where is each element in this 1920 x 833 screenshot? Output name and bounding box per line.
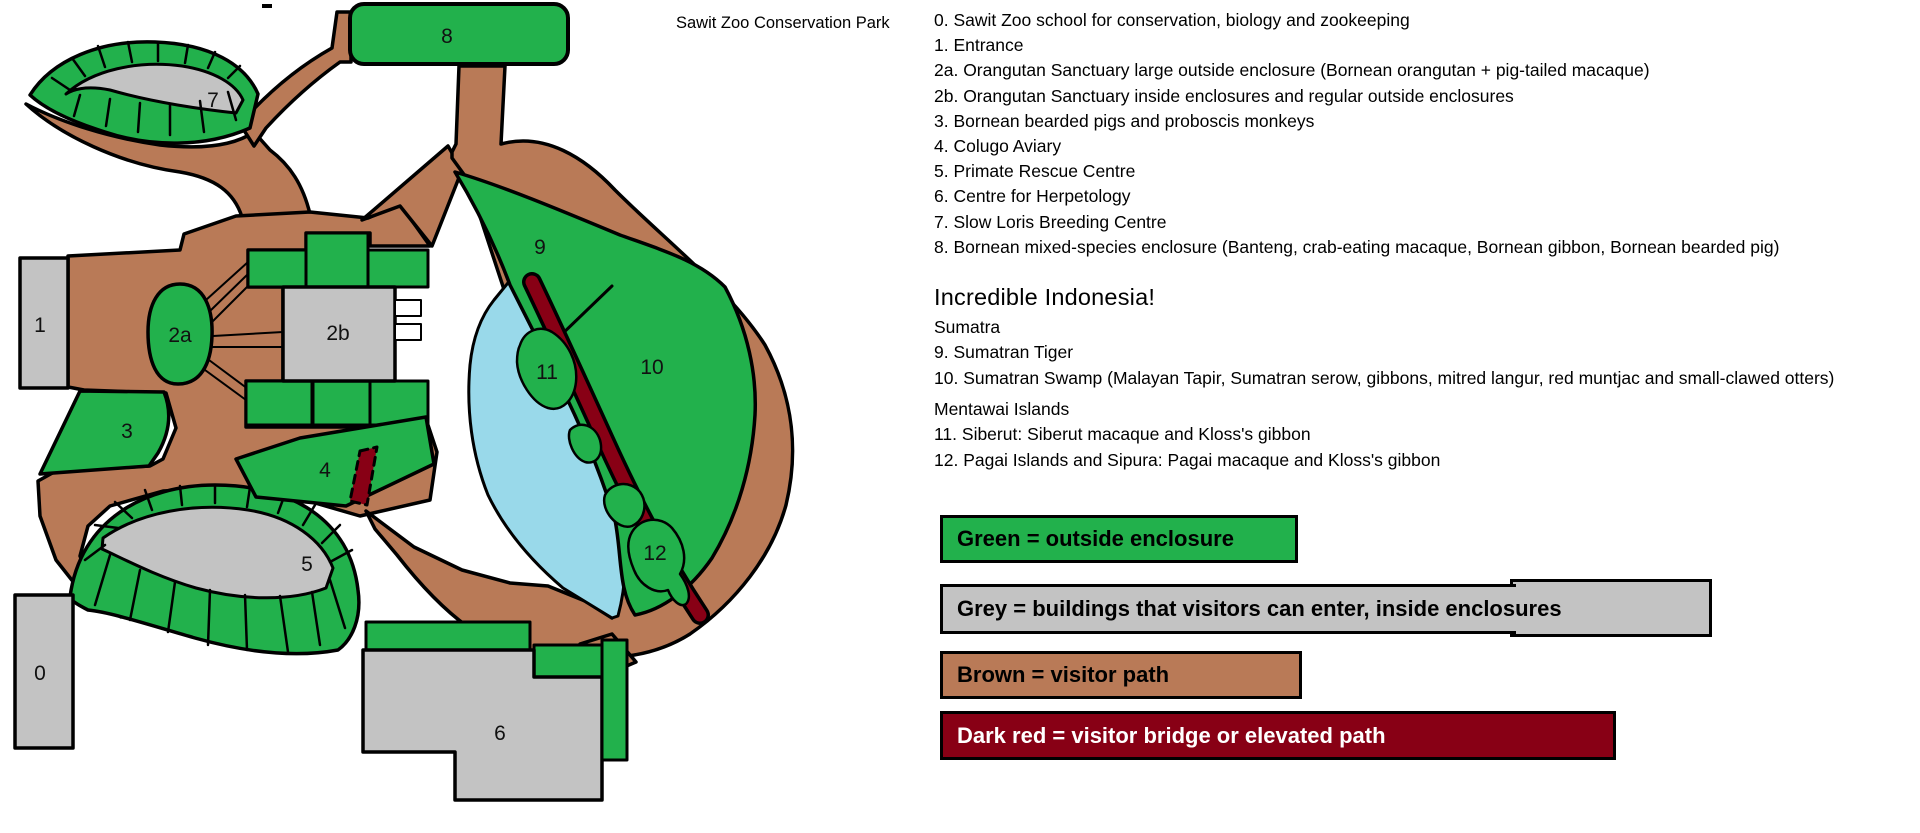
key-item: 10. Sumatran Swamp (Malayan Tapir, Sumat… xyxy=(934,367,1835,388)
area6-green-strip-2 xyxy=(532,643,604,679)
legend-brown-visitor-path: Brown = visitor path xyxy=(940,651,1302,699)
label-2a: 2a xyxy=(168,324,192,347)
label-4: 4 xyxy=(319,459,331,482)
label-3: 3 xyxy=(121,420,133,443)
area2b-outside-pens xyxy=(244,231,430,427)
area0-school xyxy=(13,593,75,750)
stray-mark xyxy=(262,4,272,8)
key-item: 5. Primate Rescue Centre xyxy=(934,161,1136,182)
area2b-building xyxy=(281,285,397,383)
area7-pens xyxy=(50,40,242,137)
legend-grey-label: Grey = buildings that visitors can enter… xyxy=(957,596,1562,621)
area8-enclosure xyxy=(348,2,570,66)
key-item: 2a. Orangutan Sanctuary large outside en… xyxy=(934,60,1650,81)
zoo-map: 0 1 2a 2b 3 4 5 6 7 8 9 10 11 12 xyxy=(13,2,795,802)
area6-green-strip xyxy=(364,620,532,652)
key-item: 12. Pagai Islands and Sipura: Pagai maca… xyxy=(934,449,1441,470)
key-item: 11. Siberut: Siberut macaque and Kloss's… xyxy=(934,424,1311,445)
key-item: 4. Colugo Aviary xyxy=(934,136,1062,157)
area6-green-strip-3 xyxy=(600,638,629,762)
label-0: 0 xyxy=(34,662,46,685)
mentawai-section: Mentawai Islands 11. Siberut: Siberut ma… xyxy=(934,397,1440,473)
subsection-heading-sumatra: Sumatra xyxy=(934,317,1001,337)
area5-pens xyxy=(83,483,354,654)
key-item: 0. Sawit Zoo school for conservation, bi… xyxy=(934,10,1410,30)
label-6: 6 xyxy=(494,722,506,745)
label-11: 11 xyxy=(536,361,558,384)
label-7: 7 xyxy=(207,89,219,112)
map-labels: 0 1 2a 2b 3 4 5 6 7 8 9 10 11 12 xyxy=(34,25,667,745)
key-item: 6. Centre for Herpetology xyxy=(934,186,1131,207)
key-item: 1. Entrance xyxy=(934,35,1024,56)
legend-red-label: Dark red = visitor bridge or elevated pa… xyxy=(957,722,1386,748)
legend-green-label: Green = outside enclosure xyxy=(957,526,1234,551)
area3-bearded-pigs xyxy=(38,389,171,476)
rope-lines xyxy=(204,261,284,401)
area4-elevated-walkway xyxy=(348,445,379,507)
island-12 xyxy=(627,518,691,607)
label-2b: 2b xyxy=(326,322,349,345)
key-item: 7. Slow Loris Breeding Centre xyxy=(934,211,1167,232)
legend-darkred-bridge: Dark red = visitor bridge or elevated pa… xyxy=(940,711,1616,760)
label-9: 9 xyxy=(534,236,546,259)
label-8: 8 xyxy=(441,25,453,48)
key-item: 9. Sumatran Tiger xyxy=(934,342,1074,363)
legend-grey-extension xyxy=(1510,579,1712,637)
legend-green-outside-enclosure: Green = outside enclosure xyxy=(940,515,1298,563)
subsection-heading-mentawai: Mentawai Islands xyxy=(934,399,1070,419)
label-5: 5 xyxy=(301,553,313,576)
path-connector-area8 xyxy=(238,10,353,148)
area9-area10-divider xyxy=(556,284,614,340)
area2a-outside-enclosure xyxy=(146,282,214,386)
islet-b xyxy=(602,482,646,528)
section-heading-incredible-indonesia: Incredible Indonesia! xyxy=(934,284,1156,310)
area5-grey-walk xyxy=(100,505,335,600)
page-title: Sawit Zoo Conservation Park xyxy=(676,14,890,32)
area6-herpetology xyxy=(361,620,629,802)
key-item: 8. Bornean mixed-species enclosure (Bant… xyxy=(934,236,1780,257)
pen-connectors xyxy=(394,299,422,341)
area7-slow-loris xyxy=(28,40,260,145)
label-12: 12 xyxy=(643,542,666,565)
legend-grey-buildings: Grey = buildings that visitors can enter… xyxy=(940,584,1562,634)
label-1: 1 xyxy=(34,314,46,337)
key-item: 3. Bornean bearded pigs and proboscis mo… xyxy=(934,110,1315,131)
area1-entrance xyxy=(18,256,70,390)
path-hub-corridor xyxy=(360,144,464,248)
area6-building xyxy=(361,648,604,802)
legend-brown-label: Brown = visitor path xyxy=(957,662,1170,687)
orangutan-complex xyxy=(146,231,430,427)
key-item: 2b. Orangutan Sanctuary inside enclosure… xyxy=(934,85,1514,106)
sumatra-section: Sumatra 9. Sumatran Tiger 10. Sumatran S… xyxy=(934,315,1834,391)
area5-primate-rescue xyxy=(68,483,361,656)
area7-grey-walk xyxy=(64,62,245,115)
area4-colugo-aviary xyxy=(234,415,436,508)
island-11 xyxy=(515,327,578,411)
key-list: 0. Sawit Zoo school for conservation, bi… xyxy=(934,8,1779,260)
label-10: 10 xyxy=(640,356,663,379)
islet-a xyxy=(567,423,603,464)
mentawai-islands xyxy=(515,327,691,607)
